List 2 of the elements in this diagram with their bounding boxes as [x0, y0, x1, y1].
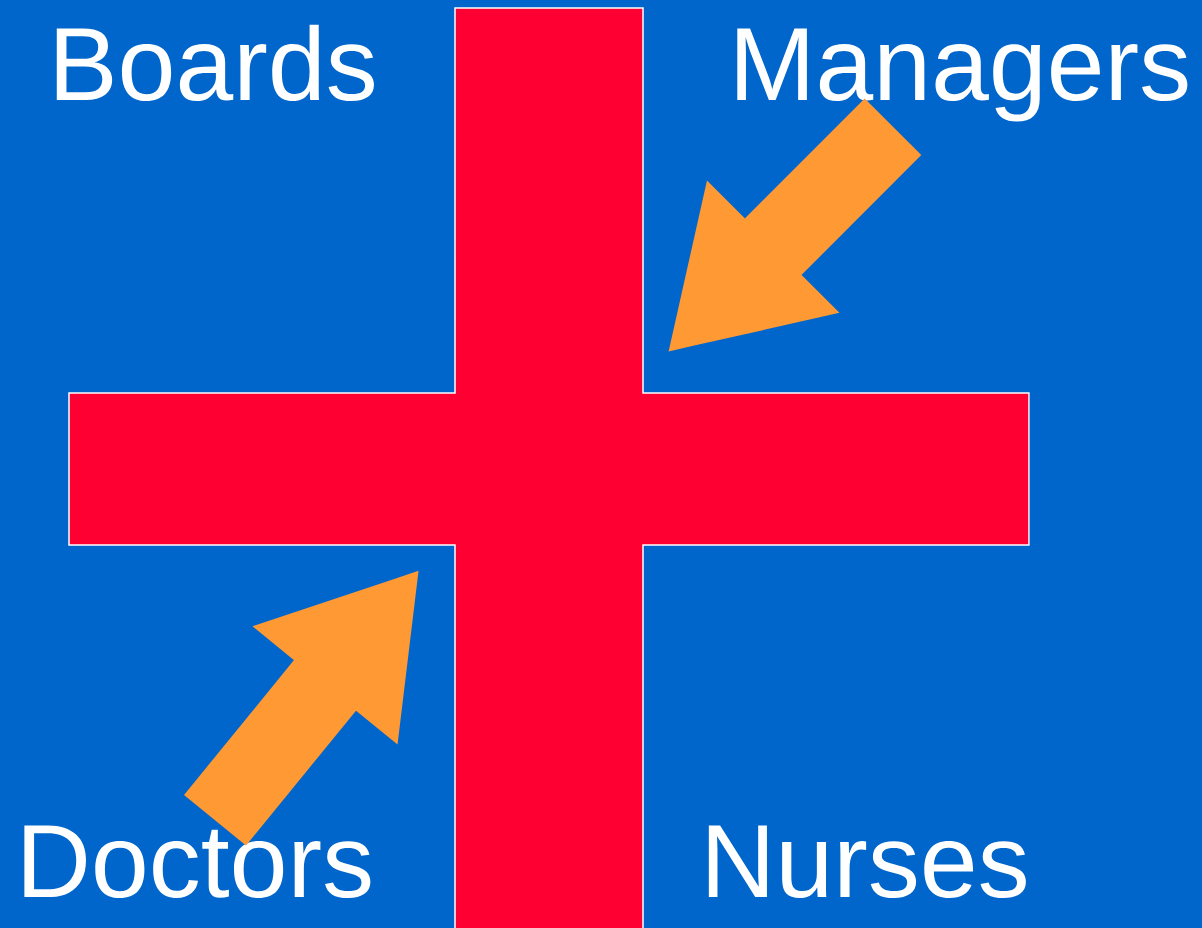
label-text: Doctors [24, 825, 371, 898]
label-text: Managers [737, 28, 1188, 122]
